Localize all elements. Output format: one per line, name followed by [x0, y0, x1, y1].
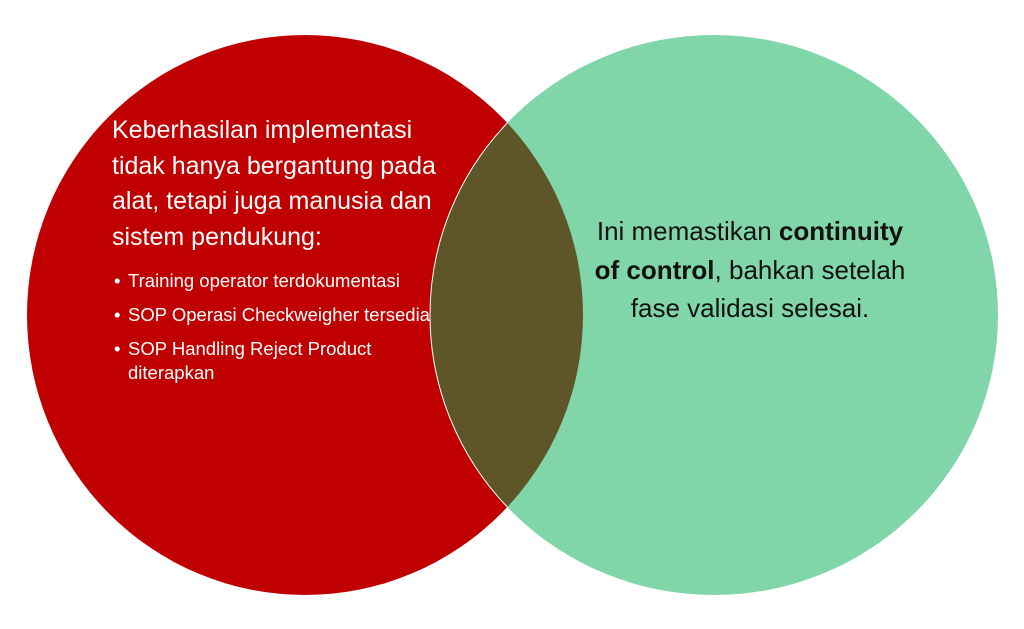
- right-circle-text: Ini memastikan continuity of control, ba…: [585, 212, 915, 328]
- bullet-item: Training operator terdokumentasi: [112, 269, 442, 293]
- right-text-part1: Ini memastikan: [596, 216, 779, 246]
- left-bullet-list: Training operator terdokumentasi SOP Ope…: [112, 269, 442, 385]
- right-circle: [430, 35, 998, 595]
- bullet-item: SOP Handling Reject Product diterapkan: [112, 337, 442, 385]
- left-circle-text: Keberhasilan implementasi tidak hanya be…: [112, 113, 442, 395]
- left-intro: Keberhasilan implementasi tidak hanya be…: [112, 116, 436, 251]
- right-text-bold: continuity of control: [594, 216, 904, 285]
- bullet-item: SOP Operasi Checkweigher tersedia: [112, 303, 442, 327]
- right-text-part2: , bahkan setelah fase validasi selesai.: [630, 254, 906, 324]
